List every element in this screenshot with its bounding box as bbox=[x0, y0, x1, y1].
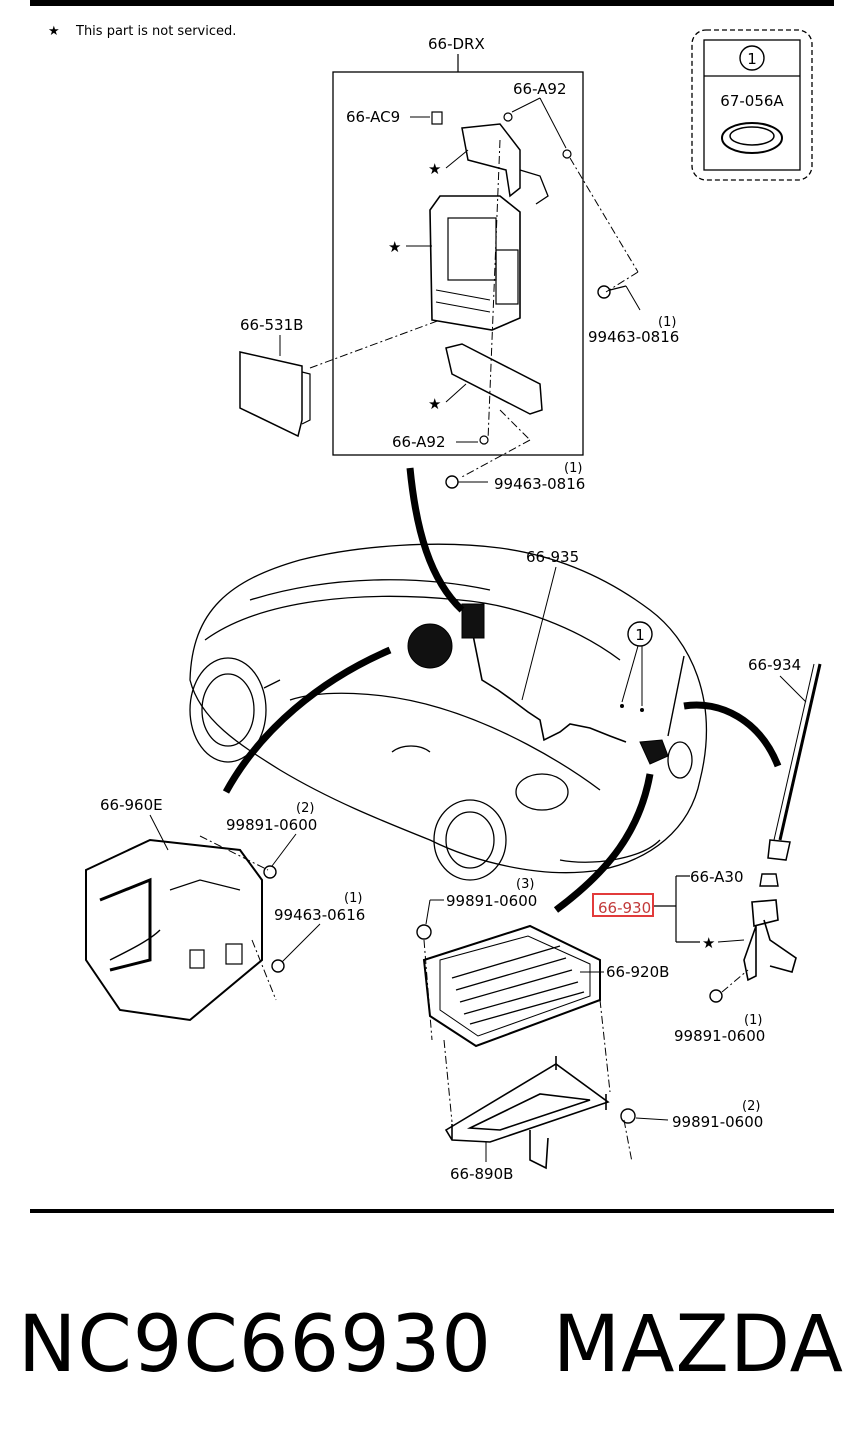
unit-66-960e: 66-960E bbox=[85, 796, 277, 1022]
qty-0600-a: (2) bbox=[296, 801, 314, 816]
bolt-icon bbox=[445, 475, 459, 489]
legend-part: 67-056A bbox=[720, 92, 784, 110]
label-66-ac9: 66-AC9 bbox=[346, 108, 400, 126]
label-99891-0600-c: 99891-0600 bbox=[674, 1027, 765, 1045]
antenna-rod: 66-934 bbox=[748, 656, 822, 861]
cap-icon bbox=[759, 873, 779, 887]
bolt-icon bbox=[597, 285, 611, 299]
footer: NC9C66930 MAZDA bbox=[0, 1290, 864, 1400]
nut-icon bbox=[620, 1108, 636, 1124]
label-66-a92-bottom: 66-A92 bbox=[392, 433, 446, 451]
brand-name: MAZDA bbox=[552, 1300, 844, 1390]
label-99891-0600-a: 99891-0600 bbox=[226, 816, 317, 834]
vehicle-outline bbox=[189, 543, 707, 881]
upper-bracket bbox=[461, 123, 521, 198]
highlight-box bbox=[592, 893, 654, 917]
antenna-base bbox=[743, 899, 797, 982]
speaker-icon bbox=[407, 623, 453, 669]
label-66-890b: 66-890B bbox=[450, 1165, 513, 1183]
legend-ref: 1 bbox=[747, 50, 757, 68]
screw-icon bbox=[562, 149, 572, 159]
nut-icon bbox=[263, 865, 277, 879]
label-ref-car: 1 bbox=[635, 626, 645, 644]
star-66-930: ★ bbox=[702, 934, 715, 952]
qty-0816-a: (1) bbox=[658, 315, 676, 330]
qty-0616: (1) bbox=[344, 891, 362, 906]
screw-icon bbox=[479, 435, 489, 445]
bracket-66-890b bbox=[444, 1056, 610, 1170]
drx-assembly: 66-DRX 66-AC9 66-A92 ★ ★ ★ bbox=[309, 35, 639, 479]
label-66-a30: 66-A30 bbox=[690, 868, 744, 886]
wiring-harness bbox=[469, 619, 627, 743]
svg-text:★: ★ bbox=[388, 238, 401, 256]
label-99463-0816-b: 99463-0816 bbox=[494, 475, 585, 493]
label-66-960e: 66-960E bbox=[100, 796, 163, 814]
qty-0816-b: (1) bbox=[564, 461, 582, 476]
nut-icon bbox=[709, 989, 723, 1003]
note-star: ★ bbox=[48, 24, 60, 39]
label-66-drx: 66-DRX bbox=[428, 35, 485, 53]
qty-0600-c: (1) bbox=[744, 1013, 762, 1028]
label-99891-0600-d: 99891-0600 bbox=[672, 1113, 763, 1131]
note-text: This part is not serviced. bbox=[75, 24, 236, 39]
label-99463-0816-a: 99463-0816 bbox=[588, 328, 679, 346]
label-99891-0600-b: 99891-0600 bbox=[446, 892, 537, 910]
label-66-531b: 66-531B bbox=[240, 316, 303, 334]
part-number: NC9C66930 bbox=[18, 1300, 493, 1390]
top-rule bbox=[30, 0, 834, 6]
lower-bracket bbox=[445, 343, 543, 415]
amplifier-66-920b: 66-920B bbox=[422, 924, 669, 1048]
qty-0600-d: (2) bbox=[742, 1099, 760, 1114]
label-66-920b: 66-920B bbox=[606, 963, 669, 981]
screw-icon bbox=[503, 112, 513, 122]
legend-box: 1 67-056A bbox=[691, 29, 813, 181]
label-66-930: 66-930 bbox=[598, 899, 651, 917]
grommet-icon bbox=[721, 122, 783, 154]
bolt-icon bbox=[271, 959, 285, 973]
nut-icon bbox=[416, 924, 432, 940]
bottom-rule bbox=[30, 1209, 834, 1213]
qty-0600-b: (3) bbox=[516, 877, 534, 892]
pad-66-531b: 66-531B bbox=[239, 316, 311, 438]
svg-text:★: ★ bbox=[428, 395, 441, 413]
label-66-935: 66-935 bbox=[526, 548, 579, 566]
clip-icon bbox=[431, 111, 443, 125]
label-66-934: 66-934 bbox=[748, 656, 801, 674]
control-module bbox=[429, 195, 521, 331]
label-99463-0616: 99463-0616 bbox=[274, 906, 365, 924]
label-66-a92-top: 66-A92 bbox=[513, 80, 567, 98]
svg-text:★: ★ bbox=[428, 160, 441, 178]
